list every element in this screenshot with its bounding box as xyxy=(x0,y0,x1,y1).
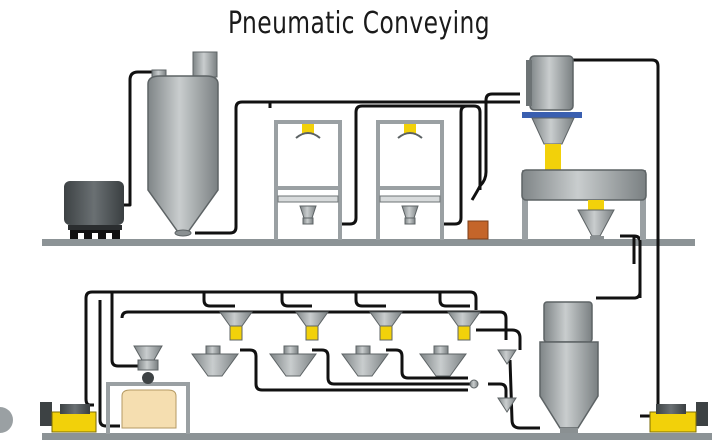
dust-collector-icon xyxy=(147,51,219,237)
diagram-title: Pneumatic Conveying xyxy=(227,6,491,41)
upper-floor xyxy=(42,239,695,246)
blower-icon xyxy=(64,181,124,225)
dump-hopper-1-motor xyxy=(302,124,314,134)
bulk-bag-unloader-icon xyxy=(106,345,190,434)
rotary-valve-icon xyxy=(467,220,489,240)
bag-dump-station-1 xyxy=(274,120,342,240)
receiver-hopper-lower xyxy=(539,301,599,433)
upper-blower xyxy=(64,181,124,239)
lower-blower-left xyxy=(40,402,97,433)
lower-floor xyxy=(42,433,712,440)
bag-dump-station-2 xyxy=(376,120,444,240)
conveying-pipes xyxy=(84,58,660,430)
filter-receiver-icon xyxy=(522,55,582,170)
dump-hopper-2-motor xyxy=(404,124,416,134)
surge-hopper-icon xyxy=(191,311,517,413)
edge-circle xyxy=(0,407,13,433)
lower-blower-right xyxy=(649,402,708,433)
mixer-icon xyxy=(521,169,647,240)
